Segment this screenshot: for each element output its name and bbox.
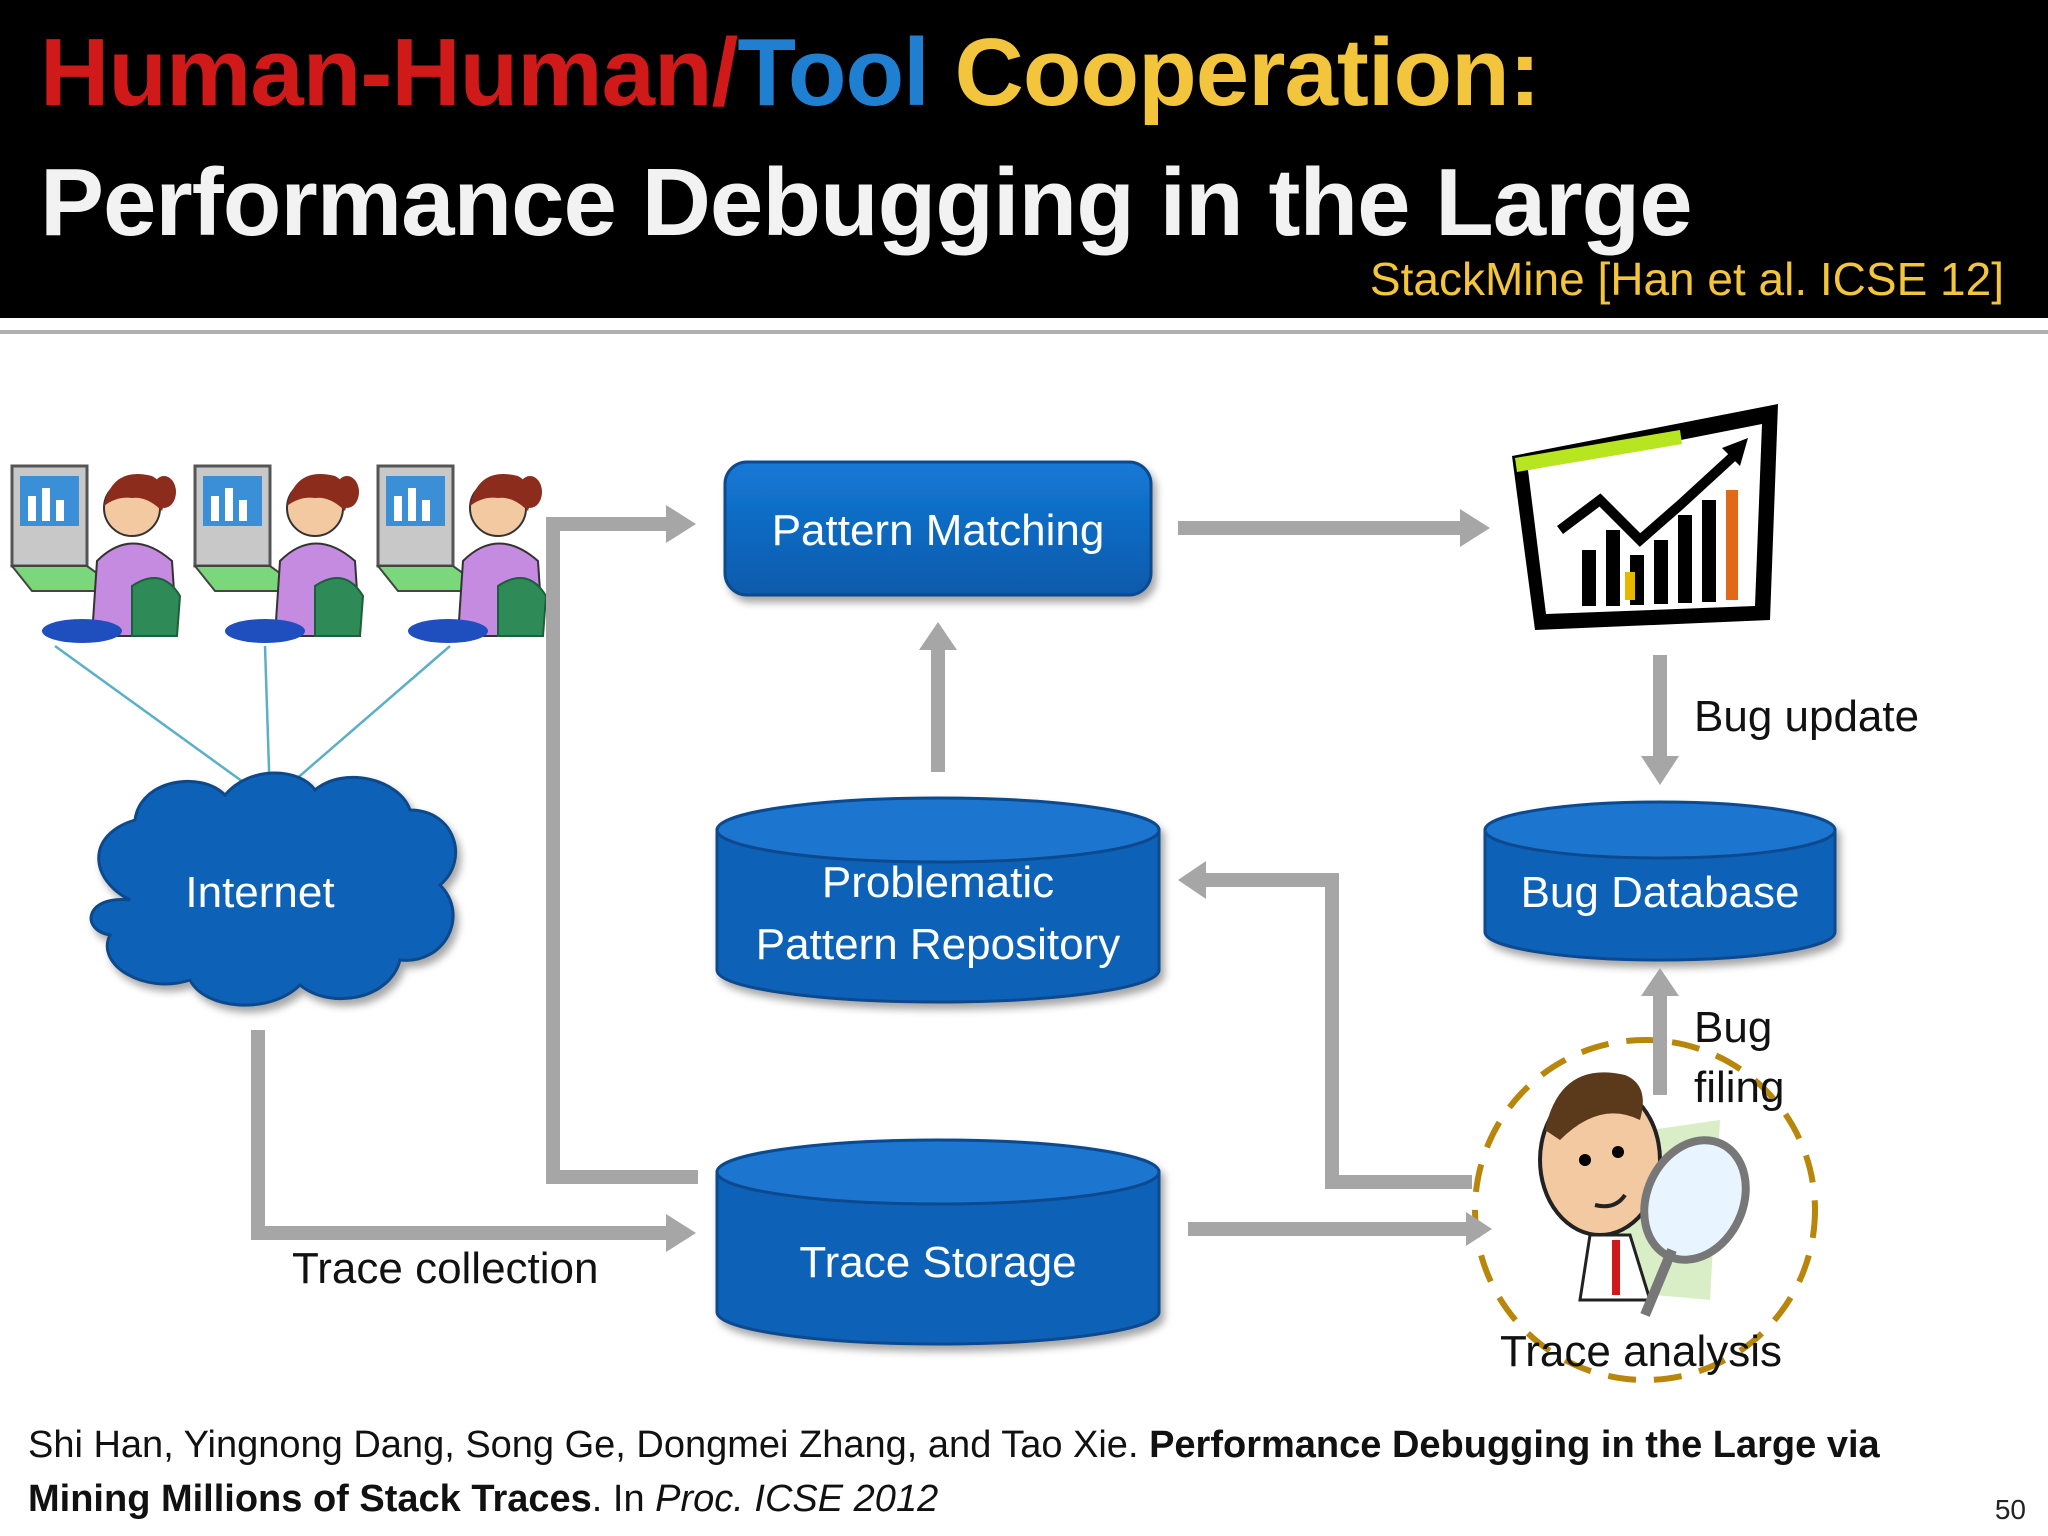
- internet-label: Internet: [185, 868, 334, 917]
- arrowheads: [666, 505, 1679, 1252]
- trace-storage-cylinder: [715, 1138, 1161, 1346]
- header-divider: [0, 330, 2048, 334]
- arrow-trace-storage-to-pattern-matching: [546, 517, 698, 1184]
- pattern-matching-label: Pattern Matching: [772, 506, 1105, 555]
- chart-report-icon: [1512, 404, 1778, 630]
- stackmine-diagram: Internet Pattern Matching Problematic Pa…: [9, 404, 1919, 1383]
- bug-database-label: Bug Database: [1521, 868, 1800, 917]
- user-at-computer-icon: [375, 464, 548, 643]
- slide-title-line1: Human-Human/Tool Cooperation:: [40, 18, 1541, 128]
- slide-citation: StackMine [Han et al. ICSE 12]: [1369, 253, 2004, 305]
- title-part-human-human: Human-Human/: [40, 19, 738, 126]
- reference-mid: . In: [591, 1478, 656, 1520]
- user-at-computer-icon: [192, 464, 365, 643]
- internet-cloud: [89, 771, 458, 1007]
- trace-storage-label: Trace Storage: [799, 1238, 1076, 1287]
- analyst-magnifier-icon: [1472, 1037, 1818, 1383]
- repository-label-line2: Pattern Repository: [756, 920, 1120, 969]
- reference-venue: Proc. ICSE 2012: [655, 1478, 939, 1520]
- user-at-computer-icon: [9, 464, 182, 643]
- arrow-analyst-to-repository: [1205, 873, 1472, 1189]
- arrow-internet-to-trace-storage: [251, 1030, 670, 1240]
- pattern-matching-box: [723, 460, 1153, 597]
- bug-update-label: Bug update: [1694, 692, 1919, 741]
- flow-arrows: [251, 517, 1667, 1240]
- bug-filing-label-line2: filing: [1694, 1063, 1785, 1112]
- paper-reference: Shi Han, Yingnong Dang, Song Ge, Dongmei…: [28, 1418, 1988, 1526]
- trace-analysis-label: Trace analysis: [1500, 1327, 1782, 1376]
- trace-collection-label: Trace collection: [292, 1244, 599, 1293]
- title-part-cooperation: Cooperation:: [928, 19, 1541, 126]
- page-number: 50: [1994, 1494, 2026, 1525]
- reference-authors: Shi Han, Yingnong Dang, Song Ge, Dongmei…: [28, 1424, 1150, 1466]
- repository-label-line1: Problematic: [822, 858, 1054, 907]
- reference-title: Performance Debugging in the Large via M…: [28, 1424, 1880, 1520]
- title-part-tool: Tool: [737, 19, 929, 126]
- bug-filing-label-line1: Bug: [1694, 1003, 1772, 1052]
- slide-header: Human-Human/Tool Cooperation: Performanc…: [0, 0, 2048, 318]
- bug-database-cylinder: [1483, 800, 1837, 962]
- pattern-repository-cylinder: [715, 796, 1161, 1004]
- slide-title-line2: Performance Debugging in the Large: [40, 149, 1693, 256]
